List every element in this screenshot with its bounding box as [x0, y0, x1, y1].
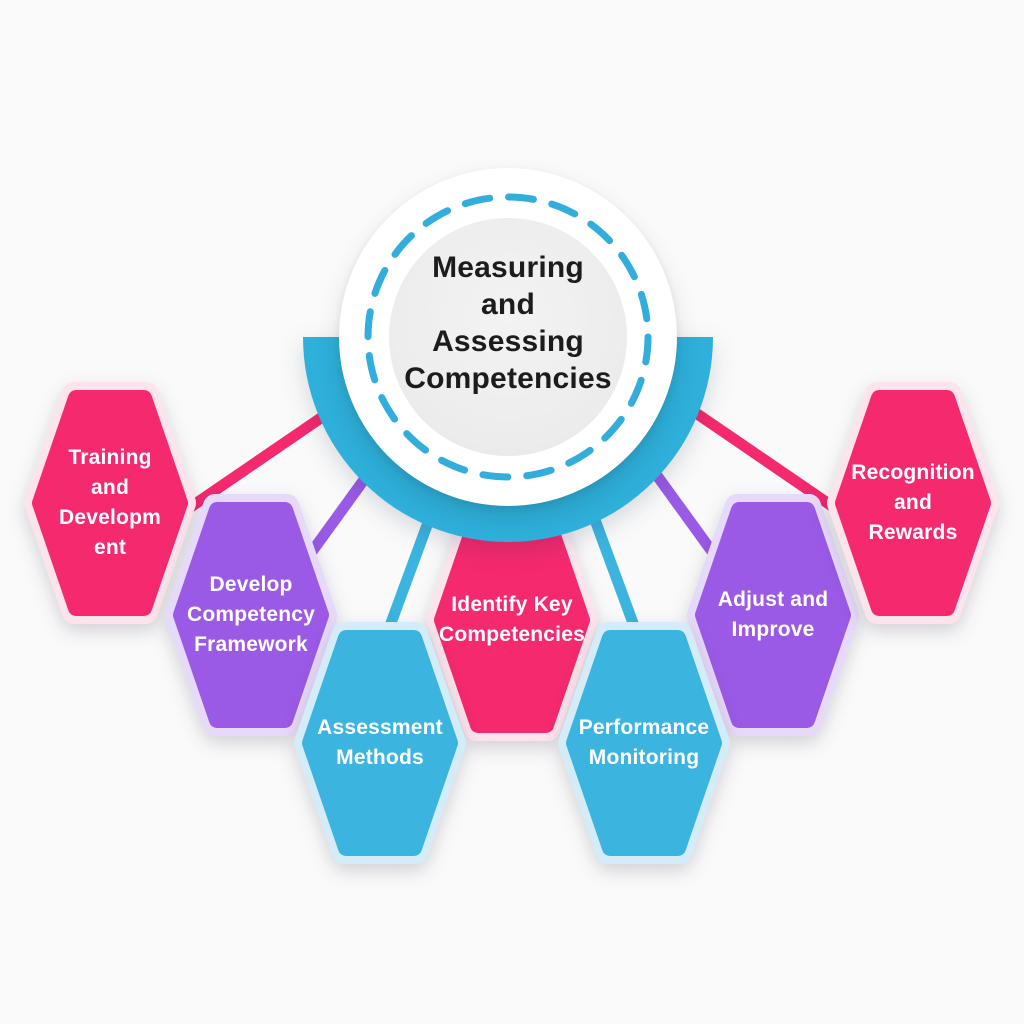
- hex-label: Training and Developm ent: [59, 446, 161, 559]
- hex-assessment-methods: Assessment Methods: [294, 622, 466, 864]
- hexagon-shape: [165, 494, 337, 736]
- hexagon-shape: [426, 499, 598, 741]
- hex-label: Develop Competency Framework: [186, 573, 316, 656]
- hex-performance-monitoring: Performance Monitoring: [558, 622, 730, 864]
- hex-develop-competency-framework: Develop Competency Framework: [165, 494, 337, 736]
- hex-training-and-development: Training and Developm ent: [24, 382, 196, 624]
- hex-label: Assessment Methods: [317, 716, 443, 769]
- dashed-ring: [364, 193, 652, 481]
- hexagon-shape: [558, 622, 730, 864]
- hexagon-shape: [687, 494, 859, 736]
- hex-adjust-and-improve: Adjust and Improve: [687, 494, 859, 736]
- diagram-title: Measuring and Assessing Competencies: [404, 251, 612, 395]
- hexagon-shape: [827, 382, 999, 624]
- hex-identify-key-competencies: Identify Key Competencies: [426, 499, 598, 741]
- hex-label: Identify Key Competencies: [439, 593, 585, 646]
- hex-label: Performance Monitoring: [578, 716, 710, 769]
- hexagon-shape: [294, 622, 466, 864]
- hex-recognition-and-rewards: Recognition and Rewards: [827, 382, 999, 624]
- hexagon-shape: [24, 382, 196, 624]
- hex-label: Recognition and Rewards: [851, 461, 975, 544]
- hex-label: Adjust and Improve: [717, 588, 829, 641]
- center-circle: Measuring and Assessing Competencies: [339, 168, 677, 506]
- center-inner-circle: [389, 218, 627, 456]
